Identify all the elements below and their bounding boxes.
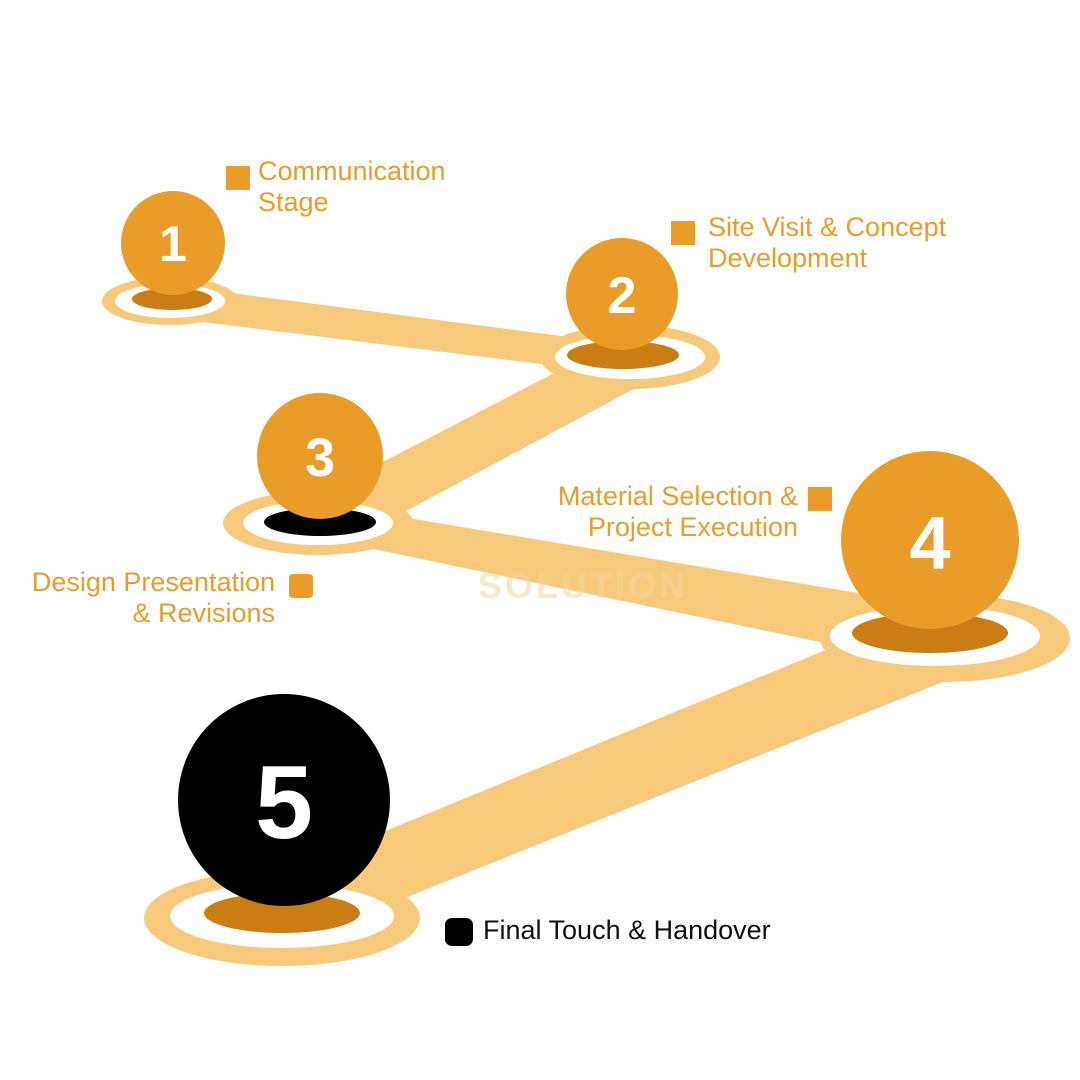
path-segment-3-4 [330, 505, 930, 665]
path-segment-4-5 [230, 640, 1010, 940]
step-4-marker: 4 [841, 451, 1019, 629]
watermark-text: SOLUTION [478, 565, 688, 606]
step-3-marker: 3 [257, 393, 383, 519]
step-5-circle [178, 694, 390, 906]
step-1-label-line-1: Communication [258, 156, 446, 186]
step-3-label-line-2: & Revisions [132, 598, 275, 628]
step-5-label-line-1: Final Touch & Handover [483, 915, 771, 945]
step-3-label-line-1: Design Presentation [31, 567, 275, 597]
step-4-bullet-icon [808, 487, 832, 511]
step-4-circle [841, 451, 1019, 629]
step-3-bullet-icon [289, 574, 313, 598]
step-2-label-line-2: Development [708, 243, 868, 273]
step-2-label: Site Visit & Concept Development [671, 212, 946, 274]
step-2-marker: 2 [566, 238, 678, 350]
step-3-circle [257, 393, 383, 519]
step-1-marker: 1 [121, 191, 225, 295]
step-2-label-line-1: Site Visit & Concept [708, 212, 947, 242]
platform-1 [102, 277, 238, 325]
step-3-number: 3 [305, 428, 335, 488]
step-1-circle [121, 191, 225, 295]
step-1-bullet-icon [226, 166, 250, 190]
step-5-marker: 5 [178, 694, 390, 906]
step-5-label: Final Touch & Handover [445, 915, 771, 946]
step-3-label: Design Presentation & Revisions [6, 567, 313, 629]
path-segment-2-3 [300, 370, 660, 525]
step-2-circle [566, 238, 678, 350]
platform-5 [144, 870, 420, 966]
step-4-label: Material Selection & Project Execution [520, 481, 832, 543]
path-segment-1-2 [170, 285, 630, 375]
step-4-number: 4 [909, 502, 950, 585]
step-5-number: 5 [255, 745, 313, 861]
roadmap-path [170, 285, 1010, 940]
step-2-number: 2 [608, 267, 637, 325]
step-1-label-line-2: Stage [258, 187, 329, 217]
step-4-label-line-2: Project Execution [587, 512, 798, 542]
step-4-label-line-1: Material Selection & [557, 481, 798, 511]
step-5-bullet-icon [445, 918, 473, 946]
platform-4 [820, 594, 1070, 682]
platform-2 [540, 325, 720, 389]
step-2-bullet-icon [671, 221, 695, 245]
step-1-label: Communication Stage [226, 156, 446, 218]
platform-3 [223, 491, 413, 555]
step-1-number: 1 [159, 216, 187, 272]
